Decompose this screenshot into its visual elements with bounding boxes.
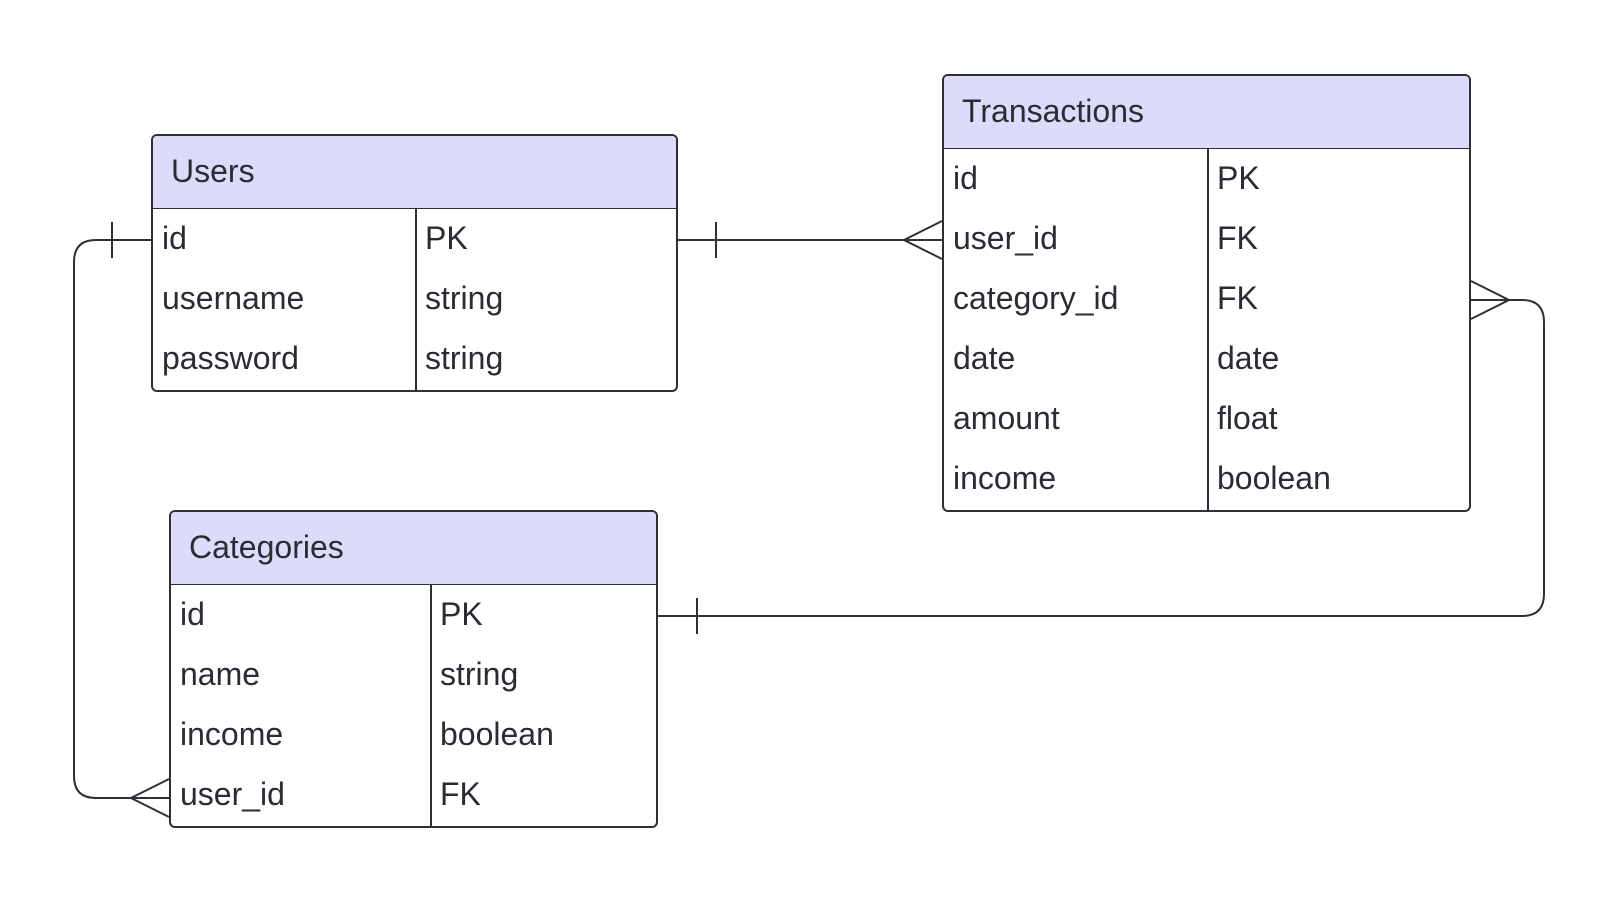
relationship-users-categories[interactable]	[73, 222, 170, 818]
field-type: date	[1217, 340, 1280, 376]
field-name: user_id	[953, 220, 1058, 256]
field-type: float	[1217, 400, 1278, 436]
entity-title: Categories	[171, 512, 656, 585]
entity-transactions[interactable]: Transactions id PK user_id FK category_i…	[942, 74, 1471, 512]
field-name: income	[953, 460, 1057, 496]
field-type: PK	[440, 596, 483, 632]
field-row[interactable]: category_id FK	[944, 271, 1469, 331]
field-row[interactable]: income boolean	[944, 451, 1469, 510]
relationship-users-transactions[interactable]	[678, 220, 943, 260]
crows-foot-many-marker	[128, 778, 170, 818]
field-row[interactable]: password string	[153, 331, 676, 390]
entity-fields: id PK username string password string	[153, 209, 676, 390]
field-row[interactable]: id PK	[171, 587, 656, 647]
field-name: id	[162, 220, 187, 256]
field-row[interactable]: name string	[171, 647, 656, 707]
field-name: user_id	[180, 776, 285, 812]
field-type: string	[425, 280, 504, 316]
entity-title: Transactions	[944, 76, 1469, 149]
field-row[interactable]: id PK	[153, 211, 676, 271]
field-type: boolean	[1217, 460, 1331, 496]
field-type: FK	[440, 776, 481, 812]
entity-categories[interactable]: Categories id PK name string income bool…	[169, 510, 658, 828]
entity-fields: id PK name string income boolean user_id…	[171, 585, 656, 826]
field-row[interactable]: date date	[944, 331, 1469, 391]
field-type: PK	[425, 220, 468, 256]
field-type: boolean	[440, 716, 554, 752]
field-name: category_id	[953, 280, 1119, 316]
field-name: income	[180, 716, 284, 752]
field-type: FK	[1217, 280, 1258, 316]
field-type: string	[440, 656, 519, 692]
field-name: password	[162, 340, 299, 376]
entity-users[interactable]: Users id PK username string password str…	[151, 134, 678, 392]
relationship-categories-transactions[interactable]	[658, 280, 1545, 634]
field-row[interactable]: user_id FK	[944, 211, 1469, 271]
field-name: date	[953, 340, 1016, 376]
entity-title: Users	[153, 136, 676, 209]
field-row[interactable]: amount float	[944, 391, 1469, 451]
field-name: amount	[953, 400, 1060, 436]
field-name: name	[180, 656, 261, 692]
field-name: username	[162, 280, 305, 316]
field-row[interactable]: id PK	[944, 151, 1469, 211]
field-row[interactable]: income boolean	[171, 707, 656, 767]
column-divider	[1207, 149, 1209, 510]
column-divider	[415, 209, 417, 390]
field-type: FK	[1217, 220, 1258, 256]
field-type: PK	[1217, 160, 1260, 196]
field-name: id	[953, 160, 978, 196]
crows-foot-many-marker	[1470, 280, 1512, 320]
column-divider	[430, 585, 432, 826]
crows-foot-many-marker	[901, 220, 943, 260]
entity-fields: id PK user_id FK category_id FK date dat…	[944, 149, 1469, 510]
field-type: string	[425, 340, 504, 376]
field-row[interactable]: username string	[153, 271, 676, 331]
field-name: id	[180, 596, 205, 632]
field-row[interactable]: user_id FK	[171, 767, 656, 826]
